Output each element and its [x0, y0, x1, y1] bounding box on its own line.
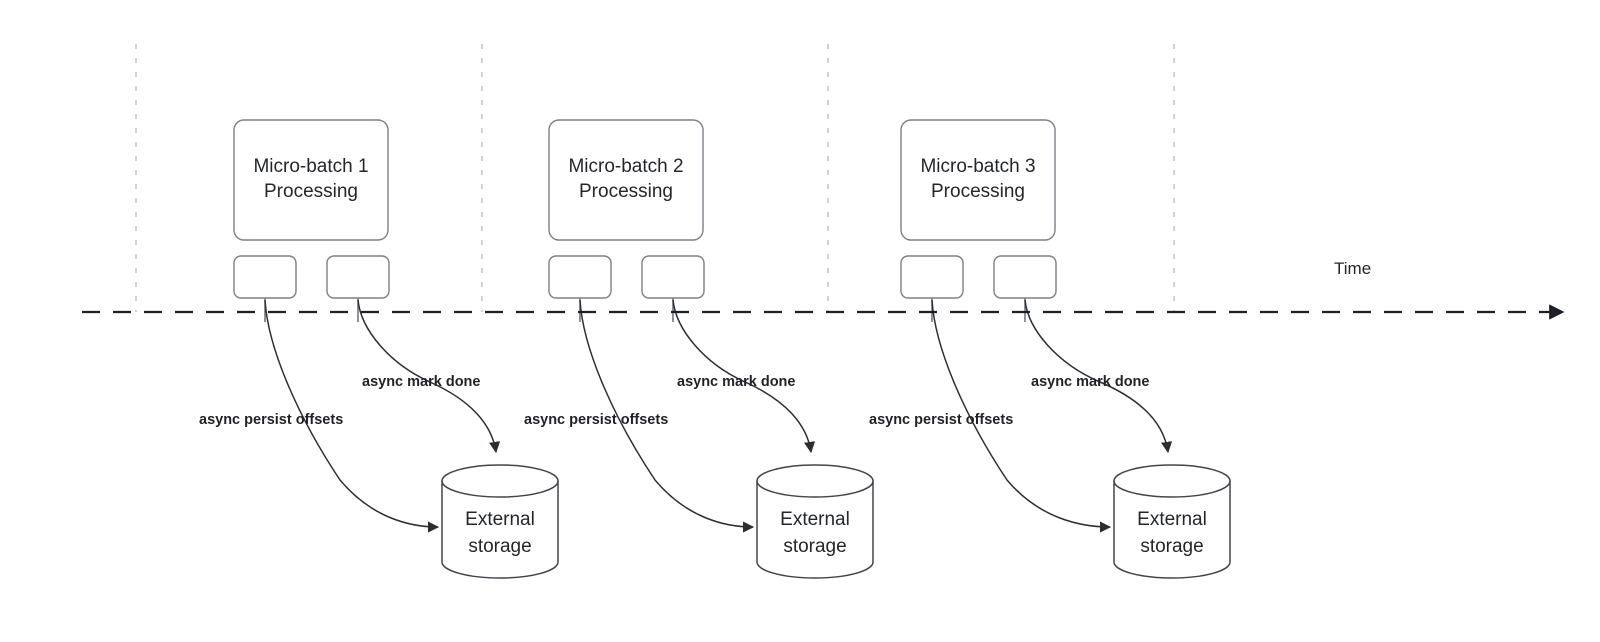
edge-label-3-async-persist-offsets: async persist offsets [869, 412, 1013, 428]
time-axis-label: Time [1334, 259, 1371, 278]
tick-box-1-persist-offsets[interactable] [233, 255, 297, 299]
time-axis: Time [82, 259, 1565, 320]
cylinder-body-3 [1113, 480, 1231, 579]
edge-1-async-mark-done [357, 299, 501, 454]
edge-label-3-async-mark-done: async mark done [1031, 374, 1149, 390]
cylinder-body-2 [756, 480, 874, 579]
edge-label-2-async-persist-offsets: async persist offsets [524, 412, 668, 428]
tick-box-2-mark-done[interactable] [641, 255, 705, 299]
external-storage-label-3-line2: storage [1140, 536, 1203, 557]
external-storage-label-2-line2: storage [783, 536, 846, 557]
micro-batch-label-3-line2: Processing [931, 181, 1025, 202]
edge-1-async-persist-offsets [264, 299, 440, 533]
tick-box-3-mark-done[interactable] [993, 255, 1057, 299]
external-storage-label-1-line2: storage [468, 536, 531, 557]
external-storage-cylinder-1[interactable]: External storage [441, 464, 559, 579]
edge-2-async-mark-done [672, 299, 816, 454]
micro-batch-label-1-line1: Micro-batch 1 [253, 156, 368, 177]
micro-batch-box-3[interactable] [900, 119, 1056, 241]
micro-batch-label-1-line2: Processing [264, 181, 358, 202]
micro-batch-box-1[interactable] [233, 119, 389, 241]
cylinder-top-ellipse-1 [441, 464, 559, 498]
cylinder-body-1 [441, 480, 559, 579]
micro-batch-group-2: Micro-batch 2 Processing async persist o… [524, 119, 874, 579]
micro-batch-label-2-line2: Processing [579, 181, 673, 202]
micro-batch-group-3: Micro-batch 3 Processing async persist o… [869, 119, 1231, 579]
edge-label-1-async-persist-offsets: async persist offsets [199, 412, 343, 428]
tick-box-1-mark-done[interactable] [326, 255, 390, 299]
external-storage-cylinder-2[interactable]: External storage [756, 464, 874, 579]
tick-box-3-persist-offsets[interactable] [900, 255, 964, 299]
cylinder-top-ellipse-3 [1113, 464, 1231, 498]
guide-lines [135, 44, 1175, 312]
edge-label-1-async-mark-done: async mark done [362, 374, 480, 390]
cylinder-top-ellipse-2 [756, 464, 874, 498]
external-storage-cylinder-3[interactable]: External storage [1113, 464, 1231, 579]
micro-batch-label-3-line1: Micro-batch 3 [920, 156, 1035, 177]
external-storage-label-1-line1: External [465, 509, 535, 530]
micro-batch-group-1: Micro-batch 1 Processing async persist o… [199, 119, 559, 579]
external-storage-label-2-line1: External [780, 509, 850, 530]
external-storage-label-3-line1: External [1137, 509, 1207, 530]
micro-batch-label-2-line1: Micro-batch 2 [568, 156, 683, 177]
tick-box-2-persist-offsets[interactable] [548, 255, 612, 299]
edge-3-async-mark-done [1024, 299, 1173, 454]
edge-2-async-persist-offsets [579, 299, 755, 533]
edge-3-async-persist-offsets [931, 299, 1112, 533]
micro-batch-box-2[interactable] [548, 119, 704, 241]
edge-label-2-async-mark-done: async mark done [677, 374, 795, 390]
